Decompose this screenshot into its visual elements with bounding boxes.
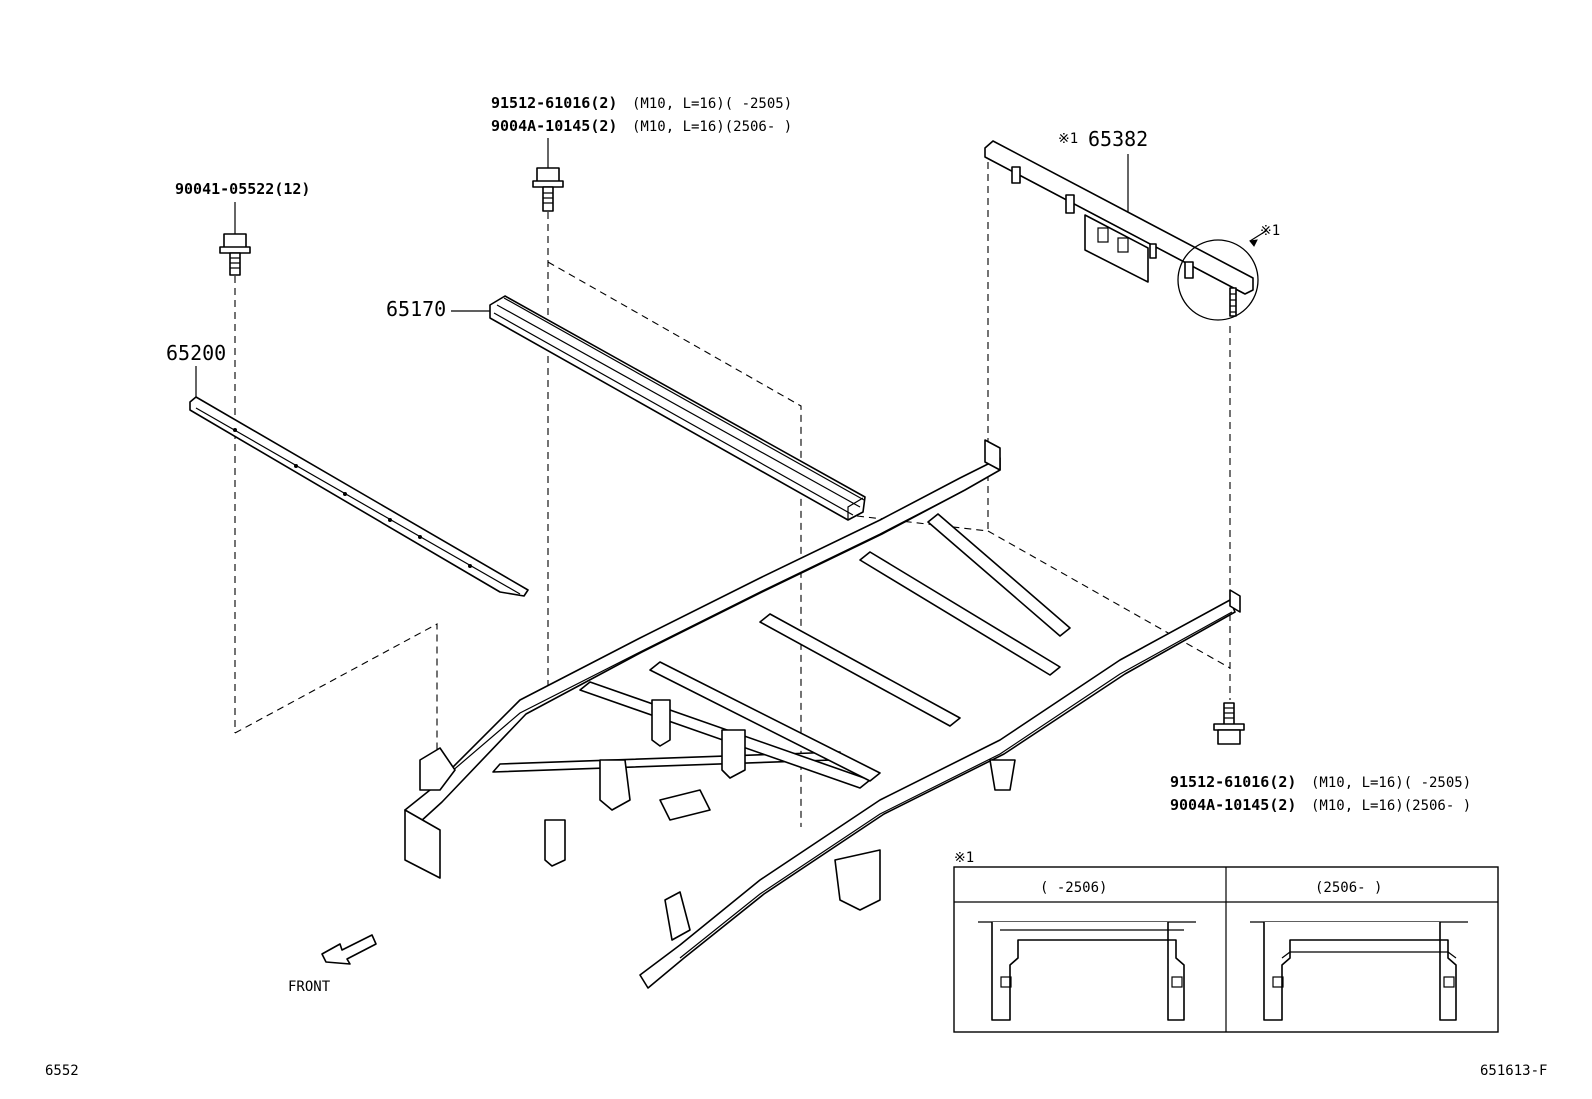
detail-arrow xyxy=(1249,230,1267,242)
rail-65200 xyxy=(189,396,529,597)
front-arrow-icon xyxy=(321,934,377,965)
detail-arrowhead xyxy=(1249,239,1258,247)
bolt-top-a-spec: (M10, L=16)( -2505) xyxy=(632,96,792,112)
bolt-bottom-label-group: 91512-61016(2) (M10, L=16)( -2505) 9004A… xyxy=(1170,773,1471,814)
detail-ref-label: ※1 xyxy=(1260,223,1280,239)
rail-mid-label: 65170 xyxy=(386,297,446,321)
crossmember-rear-label: 65382 xyxy=(1088,127,1148,151)
detail-box-col-right: (2506- ) xyxy=(1315,880,1382,896)
bolt-left-label: 90041-05522(12) xyxy=(175,180,310,198)
page-number-left: 6552 xyxy=(45,1063,79,1079)
bolt-bottom-a-part: 91512-61016(2) xyxy=(1170,773,1296,791)
bolt-top-a-part: 91512-61016(2) xyxy=(491,94,617,112)
bolt-top-b-spec: (M10, L=16)(2506- ) xyxy=(632,119,792,135)
bolt-bottom-icon xyxy=(1213,702,1245,745)
alignment-lines xyxy=(234,150,1231,827)
frame-chassis xyxy=(404,439,1241,989)
detail-right-bracket xyxy=(1250,921,1468,1021)
front-label: FRONT xyxy=(288,979,331,995)
bolt-bottom-b-spec: (M10, L=16)(2506- ) xyxy=(1311,798,1471,814)
rail-left-label: 65200 xyxy=(166,341,226,365)
crossmember-65382 xyxy=(984,140,1259,321)
crossmember-rear-prefix: ※1 xyxy=(1058,131,1078,147)
bolt-left-icon xyxy=(219,233,251,276)
detail-box: ※1 ( -2506) (2506- ) xyxy=(953,850,1499,1033)
detail-left-bracket xyxy=(978,921,1196,1021)
bolt-top-icon xyxy=(532,167,564,212)
bolt-bottom-a-spec: (M10, L=16)( -2505) xyxy=(1311,775,1471,791)
bolt-top-b-part: 9004A-10145(2) xyxy=(491,117,617,135)
rail-65170 xyxy=(489,295,866,521)
bolt-top-label-group: 91512-61016(2) (M10, L=16)( -2505) 9004A… xyxy=(491,94,792,135)
page-number-right: 651613-F xyxy=(1480,1063,1547,1079)
bolt-bottom-b-part: 9004A-10145(2) xyxy=(1170,796,1296,814)
detail-box-col-left: ( -2506) xyxy=(1040,880,1107,896)
detail-box-title: ※1 xyxy=(954,850,974,866)
